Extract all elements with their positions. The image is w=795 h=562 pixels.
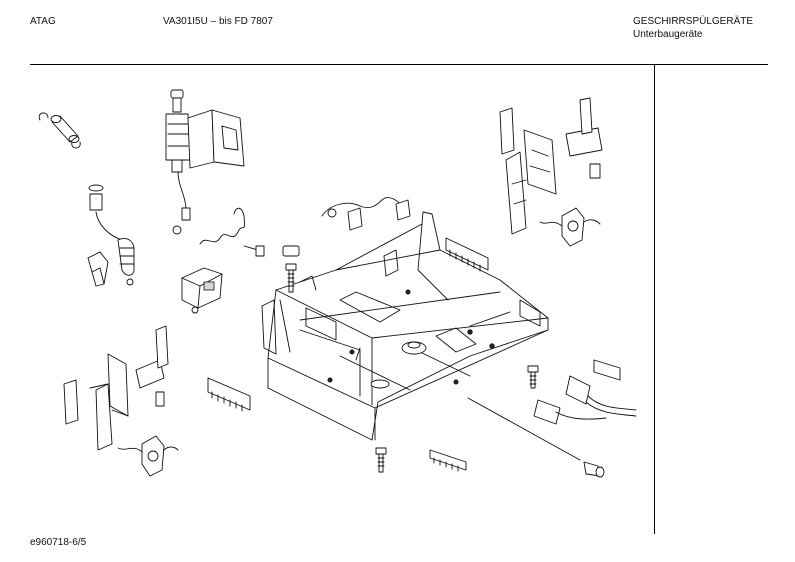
drawing-number: e960718-6/5 — [30, 537, 87, 548]
control-module — [181, 267, 223, 314]
header-rule — [30, 64, 768, 65]
long-rod — [467, 397, 605, 478]
category-title: GESCHIRRSPÜLGERÄTE — [633, 16, 754, 27]
side-bracket-right — [499, 97, 603, 235]
inlet-valve-assembly — [165, 89, 245, 221]
toothed-rail-bottom — [429, 449, 467, 472]
cable-harness-top — [321, 197, 411, 231]
spring-and-hose — [88, 184, 135, 286]
toothed-rail-right-top — [445, 237, 489, 272]
model-title: VA301I5U – bis FD 7807 — [163, 16, 273, 27]
brand-name: ATAG — [30, 16, 56, 27]
latch-bottom-left — [117, 435, 179, 477]
foot-screw-2 — [527, 365, 539, 389]
side-bracket-left — [63, 325, 169, 451]
hose-sleeve-part — [38, 112, 81, 149]
margin-rule — [654, 64, 655, 534]
wiring-connector-right — [533, 359, 637, 425]
toothed-rail-left — [207, 377, 251, 412]
latch-right — [539, 207, 601, 247]
coiled-cable-part — [172, 207, 265, 257]
subcategory-title: Unterbaugeräte — [633, 29, 703, 40]
foot-screw-1 — [282, 245, 300, 293]
small-bracket-left — [87, 251, 109, 287]
base-frame — [261, 211, 549, 441]
foot-screw-3 — [375, 447, 387, 473]
